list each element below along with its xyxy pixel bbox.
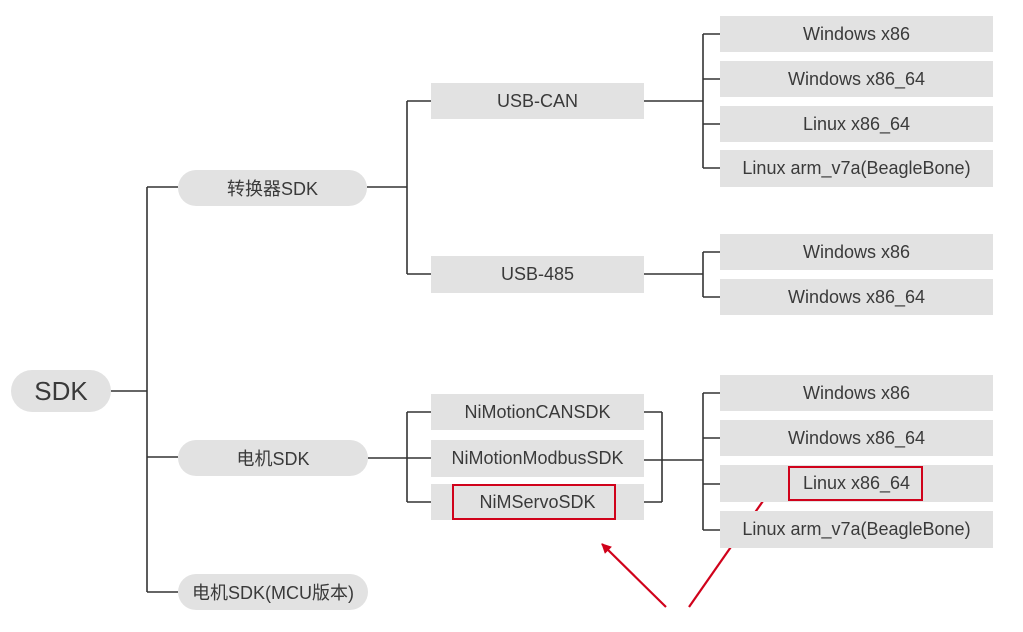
platform-label: Windows x86_64	[787, 68, 926, 89]
motor-platform-windows-x86: Windows x86	[720, 375, 993, 411]
annotation-arrow-right	[688, 490, 771, 608]
nimotion-modbus-sdk-node: NiMotionModbusSDK	[431, 440, 644, 477]
niservo-sdk-label: NiMServoSDK	[479, 491, 596, 512]
motor-sdk-mcu-node: 电机SDK(MCU版本)	[178, 574, 368, 610]
motor-platform-linux-arm: Linux arm_v7a(BeagleBone)	[720, 511, 993, 548]
usb-can-platform-linux-x86-64: Linux x86_64	[720, 106, 993, 142]
platform-label: Windows x86_64	[787, 286, 926, 307]
niservo-sdk-node: NiMServoSDK	[431, 484, 644, 520]
usb-485-platform-windows-x86: Windows x86	[720, 234, 993, 270]
platform-label: Linux arm_v7a(BeagleBone)	[742, 158, 971, 178]
platform-label: Linux arm_v7a(BeagleBone)	[742, 519, 971, 539]
platform-label: Linux x86_64	[802, 473, 911, 493]
usb-can-platform-windows-x86: Windows x86	[720, 16, 993, 52]
usb-can-platform-windows-x86-64: Windows x86_64	[720, 61, 993, 97]
platform-label: Windows x86	[802, 382, 911, 403]
motor-platform-linux-x86-64: Linux x86_64	[720, 465, 993, 502]
motor-sdk-mcu-label: 电机SDK(MCU版本)	[192, 583, 354, 603]
platform-label: Windows x86_64	[787, 427, 926, 448]
root-node-sdk: SDK	[11, 370, 111, 412]
usb-can-node: USB-CAN	[431, 83, 644, 119]
platform-label: Windows x86	[802, 23, 911, 44]
motor-sdk-node: 电机SDK	[178, 440, 368, 476]
root-label: SDK	[34, 375, 88, 406]
converter-sdk-label: 转换器SDK	[226, 179, 318, 199]
platform-label: Windows x86	[802, 241, 911, 262]
motor-platform-windows-x86-64: Windows x86_64	[720, 420, 993, 456]
platform-label: Linux x86_64	[802, 113, 911, 134]
usb-485-node: USB-485	[431, 256, 644, 293]
nimotion-can-sdk-node: NiMotionCANSDK	[431, 394, 644, 430]
nimotion-can-sdk-label: NiMotionCANSDK	[464, 401, 611, 422]
usb-can-platform-linux-arm: Linux arm_v7a(BeagleBone)	[720, 150, 993, 187]
highlight-box-linux-x86-64	[788, 466, 923, 501]
motor-sdk-label: 电机SDK	[236, 449, 310, 469]
usb-485-platform-windows-x86-64: Windows x86_64	[720, 279, 993, 315]
nimotion-modbus-sdk-label: NiMotionModbusSDK	[451, 448, 624, 468]
highlight-box-niservo-sdk	[452, 484, 616, 520]
converter-sdk-node: 转换器SDK	[178, 170, 367, 206]
annotation-arrow-left	[601, 543, 667, 608]
usb-485-label: USB-485	[500, 264, 575, 284]
usb-can-label: USB-CAN	[496, 90, 578, 111]
